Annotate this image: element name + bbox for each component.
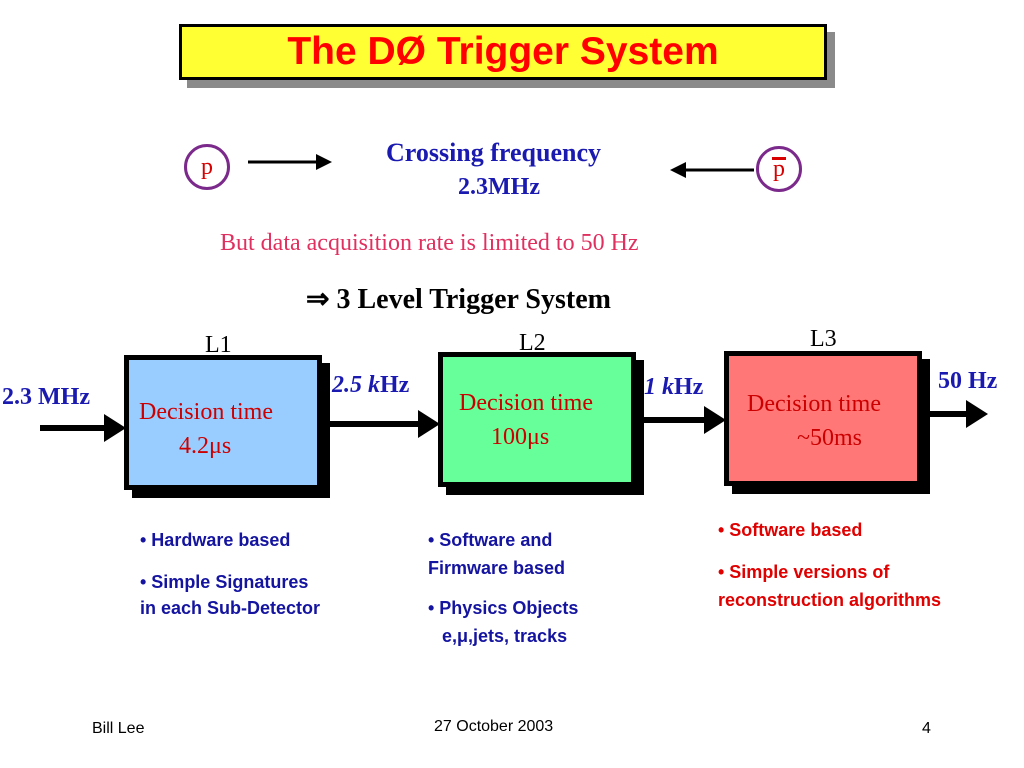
three-level-heading: ⇒ 3 Level Trigger System — [306, 284, 611, 315]
level-label-l2: L2 — [519, 330, 546, 356]
footer-date: 27 October 2003 — [434, 718, 554, 735]
l3-bullet-2-cont: reconstruction algorithms — [718, 590, 942, 610]
level-label-l1: L1 — [205, 332, 232, 358]
level-label-l3: L3 — [810, 326, 837, 352]
l1-output-rate: 2.5 kHz — [332, 372, 410, 398]
output-rate: 50 Hz — [938, 368, 998, 394]
l2-decision-time: 100μs — [491, 424, 550, 450]
rate-limit-text: But data acquisition rate is limited to … — [220, 230, 639, 256]
footer-page-number: 4 — [922, 720, 931, 737]
footer-author: Bill Lee — [92, 720, 145, 737]
l3-decision-label: Decision time — [747, 391, 881, 417]
arrow-input — [40, 414, 126, 442]
title-box: The DØ Trigger System — [179, 24, 827, 80]
arrow-l2-l3 — [640, 406, 726, 434]
l1-decision-time: 4.2μs — [179, 433, 232, 459]
l1-box: Decision time 4.2μs — [124, 355, 322, 490]
l3-bullet-1: • Software based — [718, 520, 863, 540]
antiproton-arrow — [670, 162, 754, 178]
l3-decision-time: ~50ms — [797, 425, 862, 451]
antiproton-circle: p — [756, 146, 802, 192]
l1-bullet-2: • Simple Signatures — [140, 572, 309, 592]
l3-box: Decision time ~50ms — [724, 351, 922, 486]
proton-circle: p — [184, 144, 230, 190]
l2-decision-label: Decision time — [459, 390, 593, 416]
l2-output-rate: 1 kHz — [644, 374, 704, 400]
l3-bullet-2: • Simple versions of — [718, 562, 890, 582]
proton-arrow — [248, 154, 332, 170]
l2-box: Decision time 100μs — [438, 352, 636, 487]
arrow-l1-l2 — [326, 410, 440, 438]
l2-bullet-1-cont: Firmware based — [428, 558, 566, 578]
arrow-output — [922, 400, 988, 428]
l1-decision-label: Decision time — [139, 399, 273, 425]
l1-bullet-2-cont: in each Sub-Detector — [140, 598, 321, 618]
antiproton-bar — [772, 156, 786, 160]
l2-bullet-1: • Software and — [428, 530, 553, 550]
input-rate: 2.3 MHz — [2, 384, 90, 410]
antiproton-label: p — [773, 155, 785, 182]
crossing-frequency-value: 2.3MHz — [458, 174, 540, 200]
l2-bullet-2-cont: e,μ,jets, tracks — [442, 626, 568, 646]
l1-bullet-1: • Hardware based — [140, 530, 291, 550]
slide-title: The DØ Trigger System — [287, 30, 719, 73]
crossing-frequency-label: Crossing frequency — [386, 138, 601, 167]
l2-bullet-2: • Physics Objects — [428, 598, 579, 618]
proton-label: p — [201, 153, 213, 180]
